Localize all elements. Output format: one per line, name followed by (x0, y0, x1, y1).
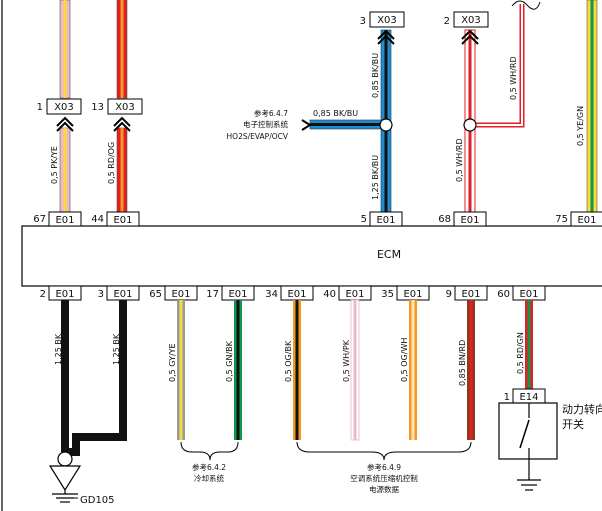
svg-text:1: 1 (504, 392, 510, 403)
svg-text:5: 5 (361, 214, 367, 225)
svg-text:60: 60 (497, 289, 510, 300)
wire-label-rd-og: 0,5 RD/OG (107, 142, 116, 184)
wire-wh-rd (463, 0, 541, 213)
wire-label-bk-bu-lower: 1,25 BK/BU (371, 155, 380, 200)
svg-text:2: 2 (444, 16, 450, 27)
ac-ref-sub2: 电源数据 (369, 484, 399, 494)
wire-og-bk (293, 300, 301, 440)
wire-label-gy-ye: 0,5 GY/YE (168, 343, 177, 382)
ac-ref-sub: 空调系统压缩机控制 (350, 473, 418, 483)
ecm-box (21, 225, 602, 287)
wire-label-og-wh: 0,5 OG/WH (400, 338, 409, 382)
svg-text:E01: E01 (171, 289, 190, 300)
wire-og-wh (409, 300, 417, 440)
svg-text:75: 75 (555, 214, 568, 225)
connector-x03-pin3: 3 X03 (360, 11, 405, 45)
branch-ref-code: HO2S/EVAP/OCV (227, 132, 289, 141)
svg-text:E14: E14 (519, 392, 538, 403)
svg-text:3: 3 (360, 16, 366, 27)
cooling-ref-sub: 冷却系统 (194, 473, 224, 483)
ground-icon (48, 451, 82, 503)
wire-gy-ye (177, 300, 185, 440)
wire-gn-bk (234, 300, 242, 440)
svg-text:68: 68 (438, 214, 451, 225)
wire-bk-ground (61, 300, 127, 456)
svg-text:44: 44 (91, 214, 104, 225)
svg-text:E01: E01 (461, 289, 480, 300)
bottom-ecm-pins: 2 E01 3 E01 65 E01 17 E01 34 E01 40 E01 … (40, 285, 546, 301)
svg-text:17: 17 (206, 289, 219, 300)
svg-text:3: 3 (98, 289, 104, 300)
top-ecm-pins: 67 E01 44 E01 5 E01 68 E01 75 E01 (33, 211, 602, 227)
svg-text:E01: E01 (403, 289, 422, 300)
svg-text:E01: E01 (113, 289, 132, 300)
ac-ref-title: 参考6.4.9 (367, 462, 401, 472)
wire-label-wh-rd-branch: 0,5 WH/RD (509, 56, 518, 100)
svg-text:E01: E01 (228, 289, 247, 300)
svg-text:E01: E01 (460, 215, 479, 226)
svg-text:40: 40 (323, 289, 336, 300)
branch-ref-title: 参考6.4.7 (254, 108, 288, 118)
wire-label-bk-2: 1,25 BK (112, 333, 121, 365)
wire-rd-gn (525, 300, 533, 390)
cooling-ref-bracket (180, 441, 239, 461)
switch-label-line1: 动力转向 (562, 402, 602, 416)
svg-text:E01: E01 (55, 215, 74, 226)
svg-text:65: 65 (149, 289, 162, 300)
cooling-ref-title: 参考6.4.2 (192, 462, 226, 472)
wire-label-bn-rd: 0,85 BN/RD (458, 340, 467, 386)
branch-ref-sub: 电子控制系统 (243, 119, 288, 129)
wire-bn-rd (467, 300, 475, 440)
wire-label-ye-gn: 0,5 YE/GN (576, 106, 585, 146)
svg-text:X03: X03 (54, 102, 74, 113)
svg-text:9: 9 (446, 289, 452, 300)
svg-text:E01: E01 (519, 289, 538, 300)
connector-x03-pin1: 1 X03 (37, 98, 82, 132)
branch-arrow-icon (301, 119, 312, 131)
wire-ye-gn (586, 0, 598, 213)
svg-text:67: 67 (33, 214, 46, 225)
svg-text:E01: E01 (55, 289, 74, 300)
svg-text:X03: X03 (377, 15, 397, 26)
wire-bk-bu (309, 29, 393, 213)
branch-wire-label: 0,85 BK/BU (313, 109, 358, 118)
wire-label-wh-pk: 0,5 WH/PK (342, 339, 351, 382)
svg-text:2: 2 (40, 289, 46, 300)
power-steering-switch: 1 E14 (498, 388, 558, 491)
svg-text:1: 1 (37, 102, 43, 113)
wire-label-bk-1: 1,25 BK (54, 333, 63, 365)
svg-text:13: 13 (91, 102, 104, 113)
wire-label-bk-bu-upper: 0,85 BK/BU (371, 53, 380, 98)
svg-text:E01: E01 (287, 289, 306, 300)
svg-text:34: 34 (265, 289, 278, 300)
svg-text:E01: E01 (376, 215, 395, 226)
connector-x03-pin2: 2 X03 (444, 11, 489, 45)
wire-label-rd-gn: 0,5 RD/GN (516, 332, 525, 374)
wire-label-pk-ye: 0,5 PK/YE (50, 146, 59, 184)
svg-text:E01: E01 (113, 215, 132, 226)
connector-x03-pin13: 13 X03 (91, 98, 143, 132)
ecm-label: ECM (377, 248, 401, 261)
svg-text:35: 35 (381, 289, 394, 300)
svg-text:E01: E01 (345, 289, 364, 300)
wire-label-gn-bk: 0,5 GN/BK (225, 340, 234, 382)
ac-ref-bracket (296, 441, 472, 461)
wire-wh-pk (350, 299, 360, 441)
svg-text:X03: X03 (115, 102, 135, 113)
wire-label-wh-rd-lower: 0,5 WH/RD (455, 138, 464, 182)
ground-label: GD105 (80, 495, 115, 506)
wire-label-og-bk: 0,5 OG/BK (284, 340, 293, 382)
switch-label-line2: 开关 (562, 417, 584, 431)
svg-text:X03: X03 (461, 15, 481, 26)
svg-text:E01: E01 (577, 215, 596, 226)
